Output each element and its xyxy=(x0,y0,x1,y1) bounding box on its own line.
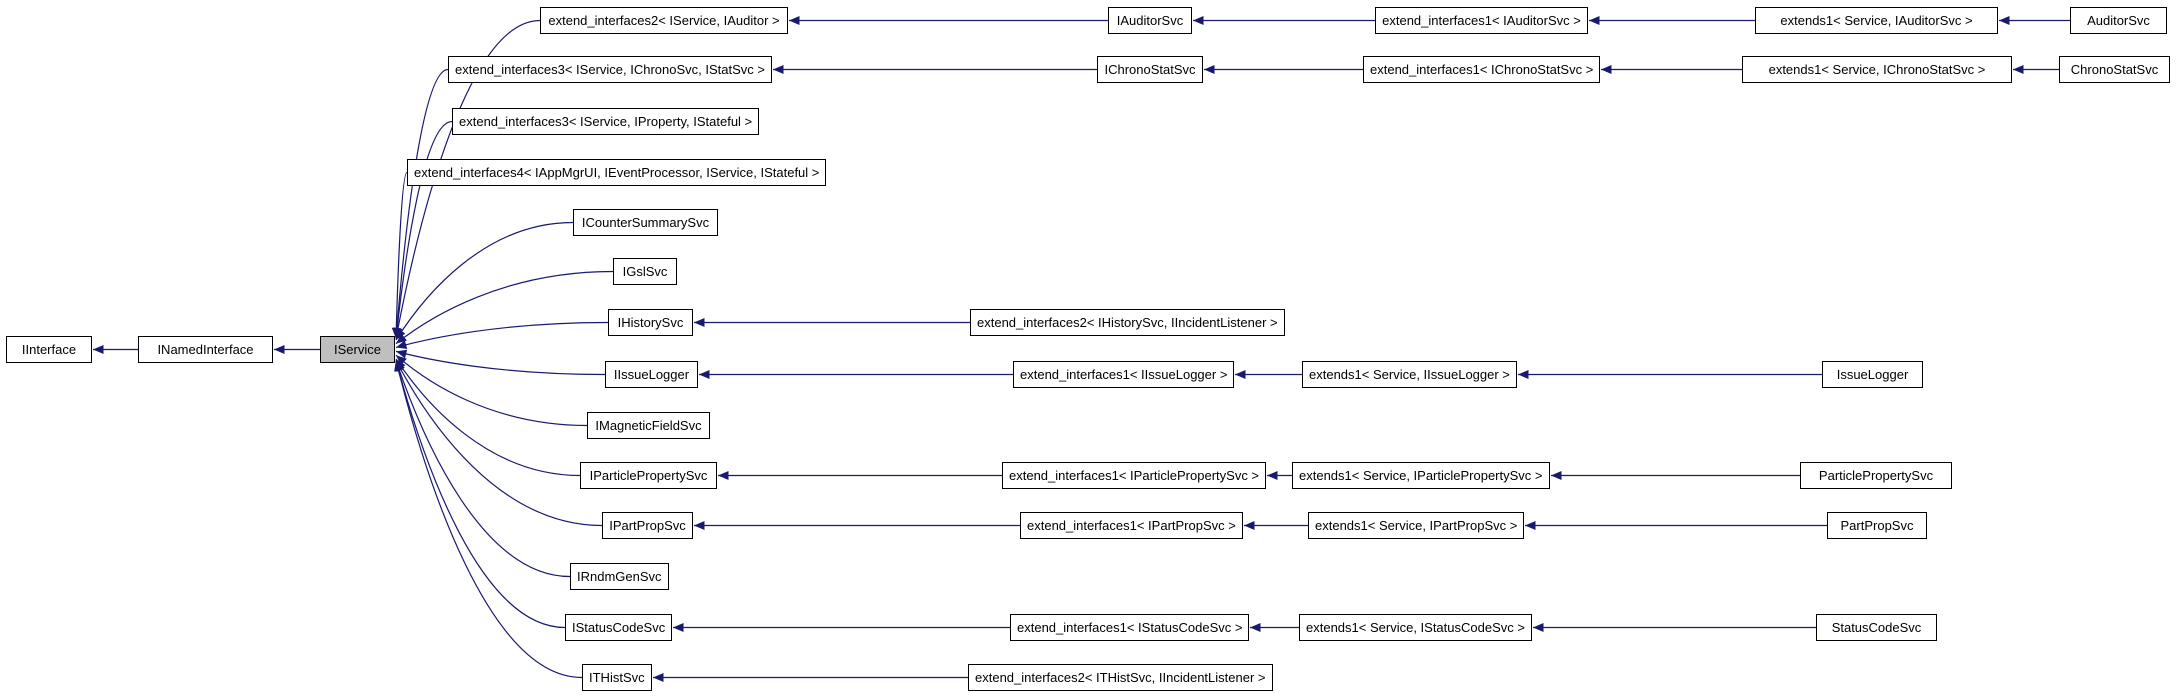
inheritance-edge-ei4_appmgr-to-iservice xyxy=(391,171,408,339)
class-node-ex1_partprop[interactable]: extends1< Service, IPartPropSvc > xyxy=(1308,512,1525,539)
class-node-istatuscodesvc[interactable]: IStatusCodeSvc xyxy=(565,614,673,641)
class-node-ichronostatsvc[interactable]: IChronoStatSvc xyxy=(1097,56,1203,83)
class-node-ei1_issue[interactable]: extend_interfaces1< IIssueLogger > xyxy=(1013,361,1235,388)
class-node-ihistorysvc[interactable]: IHistorySvc xyxy=(608,309,693,336)
class-node-ex1_chrono[interactable]: extends1< Service, IChronoStatSvc > xyxy=(1742,56,2012,83)
class-node-ex1_particleproperty[interactable]: extends1< Service, IParticlePropertySvc … xyxy=(1292,462,1550,489)
class-node-iinterface[interactable]: IInterface xyxy=(6,336,92,363)
class-node-irndmgensvc[interactable]: IRndmGenSvc xyxy=(570,563,669,590)
class-node-partpropsvc[interactable]: PartPropSvc xyxy=(1827,512,1927,539)
class-node-ei3_prop[interactable]: extend_interfaces3< IService, IProperty,… xyxy=(452,108,760,135)
inheritance-edge-icountersummarysvc-to-iservice xyxy=(395,221,574,341)
class-node-statuscodesvc[interactable]: StatusCodeSvc xyxy=(1816,614,1937,641)
class-node-issuelogger[interactable]: IssueLogger xyxy=(1822,361,1923,388)
class-node-ex1_statuscode[interactable]: extends1< Service, IStatusCodeSvc > xyxy=(1299,614,1532,641)
class-node-ei1_partprop[interactable]: extend_interfaces1< IPartPropSvc > xyxy=(1020,512,1243,539)
inheritance-edge-ipartpropsvc-to-iservice xyxy=(395,360,603,527)
inheritance-edge-ihistorysvc-to-iservice xyxy=(395,321,609,349)
inheritance-edge-imagneticfieldsvc-to-iservice xyxy=(395,354,588,427)
class-node-ei2_history[interactable]: extend_interfaces2< IHistorySvc, IIncide… xyxy=(970,309,1285,336)
class-node-ei1_statuscode[interactable]: extend_interfaces1< IStatusCodeSvc > xyxy=(1010,614,1250,641)
inheritance-edge-istatuscodesvc-to-iservice xyxy=(394,360,566,629)
class-node-ex1_auditorsvc[interactable]: extends1< Service, IAuditorSvc > xyxy=(1755,7,1998,34)
inheritance-edge-igslsvc-to-iservice xyxy=(395,270,614,345)
class-node-ei4_appmgr[interactable]: extend_interfaces4< IAppMgrUI, IEventPro… xyxy=(407,159,827,186)
class-node-iissuelogger[interactable]: IIssueLogger xyxy=(605,361,698,388)
class-node-ei2_thist[interactable]: extend_interfaces2< ITHistSvc, IIncident… xyxy=(968,664,1273,691)
class-node-ei1_particleproperty[interactable]: extend_interfaces1< IParticlePropertySvc… xyxy=(1002,462,1267,489)
class-node-ei1_chrono[interactable]: extend_interfaces1< IChronoStatSvc > xyxy=(1363,56,1601,83)
inheritance-edge-ithistsvc-to-iservice xyxy=(394,360,583,679)
inheritance-edge-ei3_prop-to-iservice xyxy=(392,120,453,339)
class-node-iparticlepropertysvc[interactable]: IParticlePropertySvc xyxy=(580,462,717,489)
class-node-chronostatsvc[interactable]: ChronoStatSvc xyxy=(2059,56,2170,83)
class-node-ithistsvc[interactable]: ITHistSvc xyxy=(582,664,652,691)
class-node-ei1_auditorsvc[interactable]: extend_interfaces1< IAuditorSvc > xyxy=(1375,7,1588,34)
inheritance-edge-iparticlepropertysvc-to-iservice xyxy=(395,358,581,477)
class-node-inamedinterface[interactable]: INamedInterface xyxy=(138,336,273,363)
class-node-ei2_auditor[interactable]: extend_interfaces2< IService, IAuditor > xyxy=(540,7,788,34)
class-node-particlepropertysvc[interactable]: ParticlePropertySvc xyxy=(1800,462,1952,489)
class-node-ei3_chrono[interactable]: extend_interfaces3< IService, IChronoSvc… xyxy=(448,56,772,83)
class-node-ipartpropsvc[interactable]: IPartPropSvc xyxy=(602,512,693,539)
inheritance-edge-ei3_chrono-to-iservice xyxy=(392,68,449,339)
class-node-imagneticfieldsvc[interactable]: IMagneticFieldSvc xyxy=(587,412,710,439)
class-node-iservice: IService xyxy=(320,336,395,363)
inheritance-edge-iissuelogger-to-iservice xyxy=(395,349,606,376)
class-node-ex1_issue[interactable]: extends1< Service, IIssueLogger > xyxy=(1302,361,1517,388)
class-node-iauditorsvc[interactable]: IAuditorSvc xyxy=(1108,7,1192,34)
class-node-igslsvc[interactable]: IGslSvc xyxy=(613,258,677,285)
inheritance-edge-irndmgensvc-to-iservice xyxy=(395,360,571,578)
class-node-auditorsvc[interactable]: AuditorSvc xyxy=(2070,7,2167,34)
class-node-icountersummarysvc[interactable]: ICounterSummarySvc xyxy=(573,209,718,236)
